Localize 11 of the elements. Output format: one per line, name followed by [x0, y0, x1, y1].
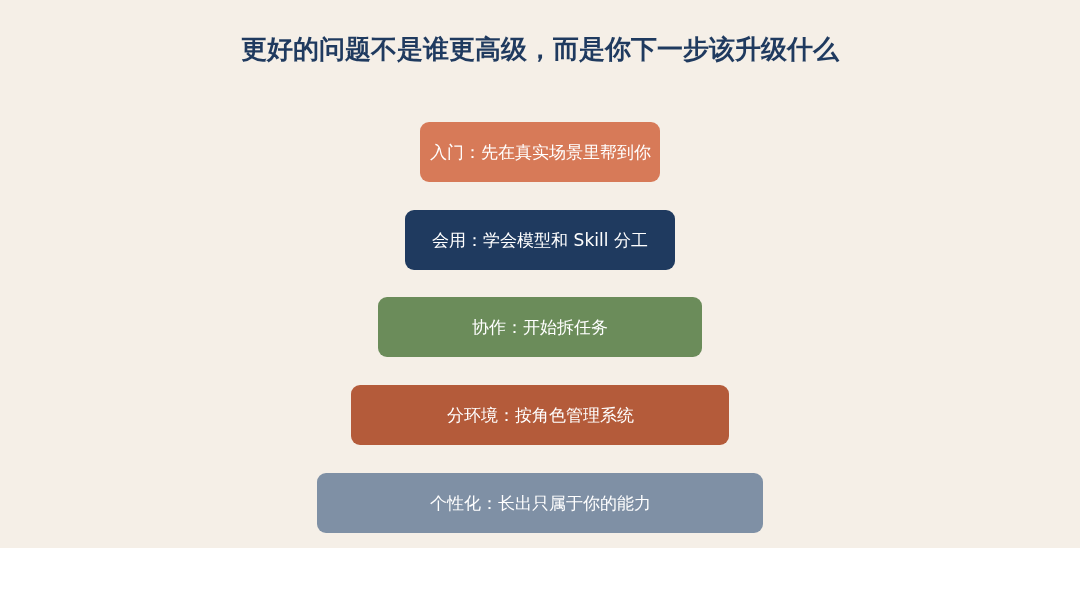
- level-label: 分环境：按角色管理系统: [446, 403, 634, 427]
- level-label: 个性化：长出只属于你的能力: [429, 491, 651, 515]
- level-label: 会用：学会模型和 Skill 分工: [432, 228, 648, 252]
- level-box: [420, 122, 660, 182]
- level-box: [405, 210, 675, 270]
- level-label: 协作：开始拆任务: [472, 315, 608, 339]
- title: 更好的问题不是谁更高级，而是你下一步该升级什么: [240, 33, 841, 66]
- level-box: [317, 473, 763, 533]
- level-box: [351, 385, 729, 445]
- level-box: [378, 297, 702, 357]
- level-label: 入门：先在真实场景里帮到你: [429, 140, 651, 164]
